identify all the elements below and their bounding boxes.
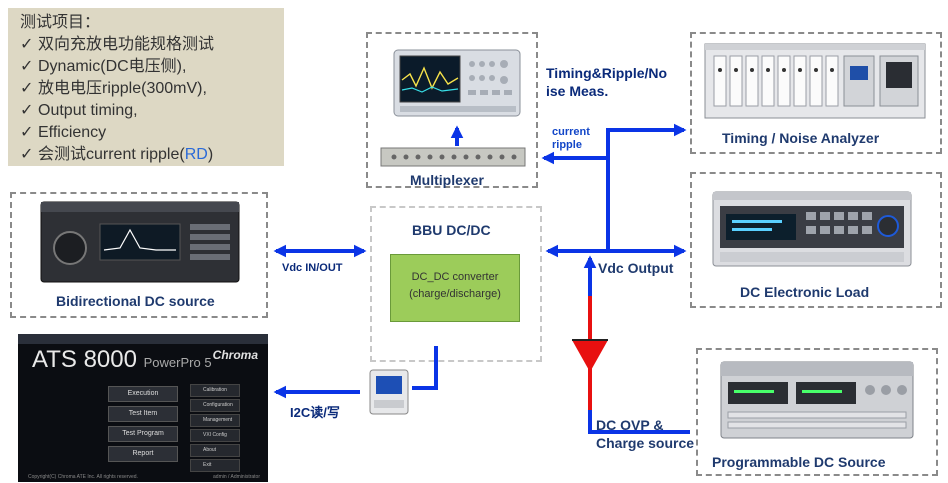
diode-icon xyxy=(572,340,608,372)
programmable-dc-source-icon xyxy=(720,361,914,439)
test-item: ✓放电电压ripple(300mV), xyxy=(20,78,272,100)
ats-side-configuration[interactable]: Configuration xyxy=(190,399,240,412)
test-item: ✓Dynamic(DC电压侧), xyxy=(20,56,272,78)
ats-menu-test-item[interactable]: Test Item xyxy=(108,406,178,422)
test-item: ✓Output timing, xyxy=(20,100,272,122)
ats-titlebar xyxy=(18,334,268,344)
ats-menu-test-program[interactable]: Test Program xyxy=(108,426,178,442)
check-icon: ✓ xyxy=(20,146,34,163)
dc-load-box xyxy=(690,172,942,308)
bidirectional-source-box xyxy=(10,192,268,318)
programmable-source-box xyxy=(696,348,938,476)
dc-dc-converter: DC_DC converter (charge/discharge) xyxy=(390,254,520,322)
multiplexer-label: Multiplexer xyxy=(410,172,484,188)
ats-side-exit[interactable]: Exit xyxy=(190,459,240,472)
check-icon: ✓ xyxy=(20,80,34,97)
ovp-label: DC OVP & Charge source xyxy=(596,417,695,451)
bidirectional-dc-source-label: Bidirectional DC source xyxy=(56,293,215,309)
test-items-header: 测试项目： xyxy=(20,14,101,31)
test-items-panel: 测试项目： ✓双向充放电功能规格测试 ✓Dynamic(DC电压侧), ✓放电电… xyxy=(8,8,284,166)
multiplexer-unit-icon xyxy=(380,147,526,167)
ats-brand: Chroma xyxy=(212,348,258,362)
check-icon: ✓ xyxy=(20,124,34,141)
test-item: ✓双向充放电功能规格测试 xyxy=(20,34,272,56)
timing-ripple-label: Timing&Ripple/No ise Meas. xyxy=(546,65,668,99)
ats-menu-report[interactable]: Report xyxy=(108,446,178,462)
ats-side-about[interactable]: About xyxy=(190,444,240,457)
ats-side-management[interactable]: Management xyxy=(190,414,240,427)
i2c-module-icon xyxy=(369,369,409,415)
multiplexer-box xyxy=(366,32,538,188)
i2c-link xyxy=(412,346,438,390)
ats-software-window: ATS 8000 PowerPro 5 Chroma Execution Tes… xyxy=(18,334,268,482)
test-item: ✓Efficiency xyxy=(20,122,272,144)
converter-mode: (charge/discharge) xyxy=(409,288,501,300)
test-item: ✓会测试current ripple(RD) xyxy=(20,144,272,166)
check-icon: ✓ xyxy=(20,58,34,75)
ats-title: ATS 8000 PowerPro 5 xyxy=(32,346,212,373)
timing-analyzer-box xyxy=(690,32,942,154)
ats-side-calibration[interactable]: Calibration xyxy=(190,384,240,397)
ats-footer-user: admin / Administrator xyxy=(213,474,260,480)
dc-electronic-load-icon xyxy=(712,191,912,267)
check-icon: ✓ xyxy=(20,102,34,119)
bbu-box xyxy=(370,206,542,362)
ats-footer-copyright: Copyright(C) Chroma ATE Inc. All rights … xyxy=(28,474,138,480)
ats-menu-execution[interactable]: Execution xyxy=(108,386,178,402)
bbu-label: BBU DC/DC xyxy=(412,222,491,238)
timing-noise-analyzer-label: Timing / Noise Analyzer xyxy=(722,130,880,146)
programmable-dc-source-label: Programmable DC Source xyxy=(712,454,886,470)
ovp-bottom-path xyxy=(588,410,690,434)
current-ripple-label: current ripple xyxy=(552,126,590,151)
dc-electronic-load-label: DC Electronic Load xyxy=(740,284,870,300)
ats-side-vxi-config[interactable]: VXI Config xyxy=(190,429,240,442)
converter-title: DC_DC converter xyxy=(411,271,499,283)
vdc-in-out-label: Vdc IN/OUT xyxy=(282,262,343,274)
oscilloscope-icon xyxy=(393,49,521,117)
vdc-output-label: Vdc Output xyxy=(598,260,674,276)
check-icon: ✓ xyxy=(20,36,34,53)
bidirectional-dc-source-icon xyxy=(40,201,240,283)
i2c-label: I2C读/写 xyxy=(290,405,340,420)
timing-noise-analyzer-icon xyxy=(704,43,926,119)
